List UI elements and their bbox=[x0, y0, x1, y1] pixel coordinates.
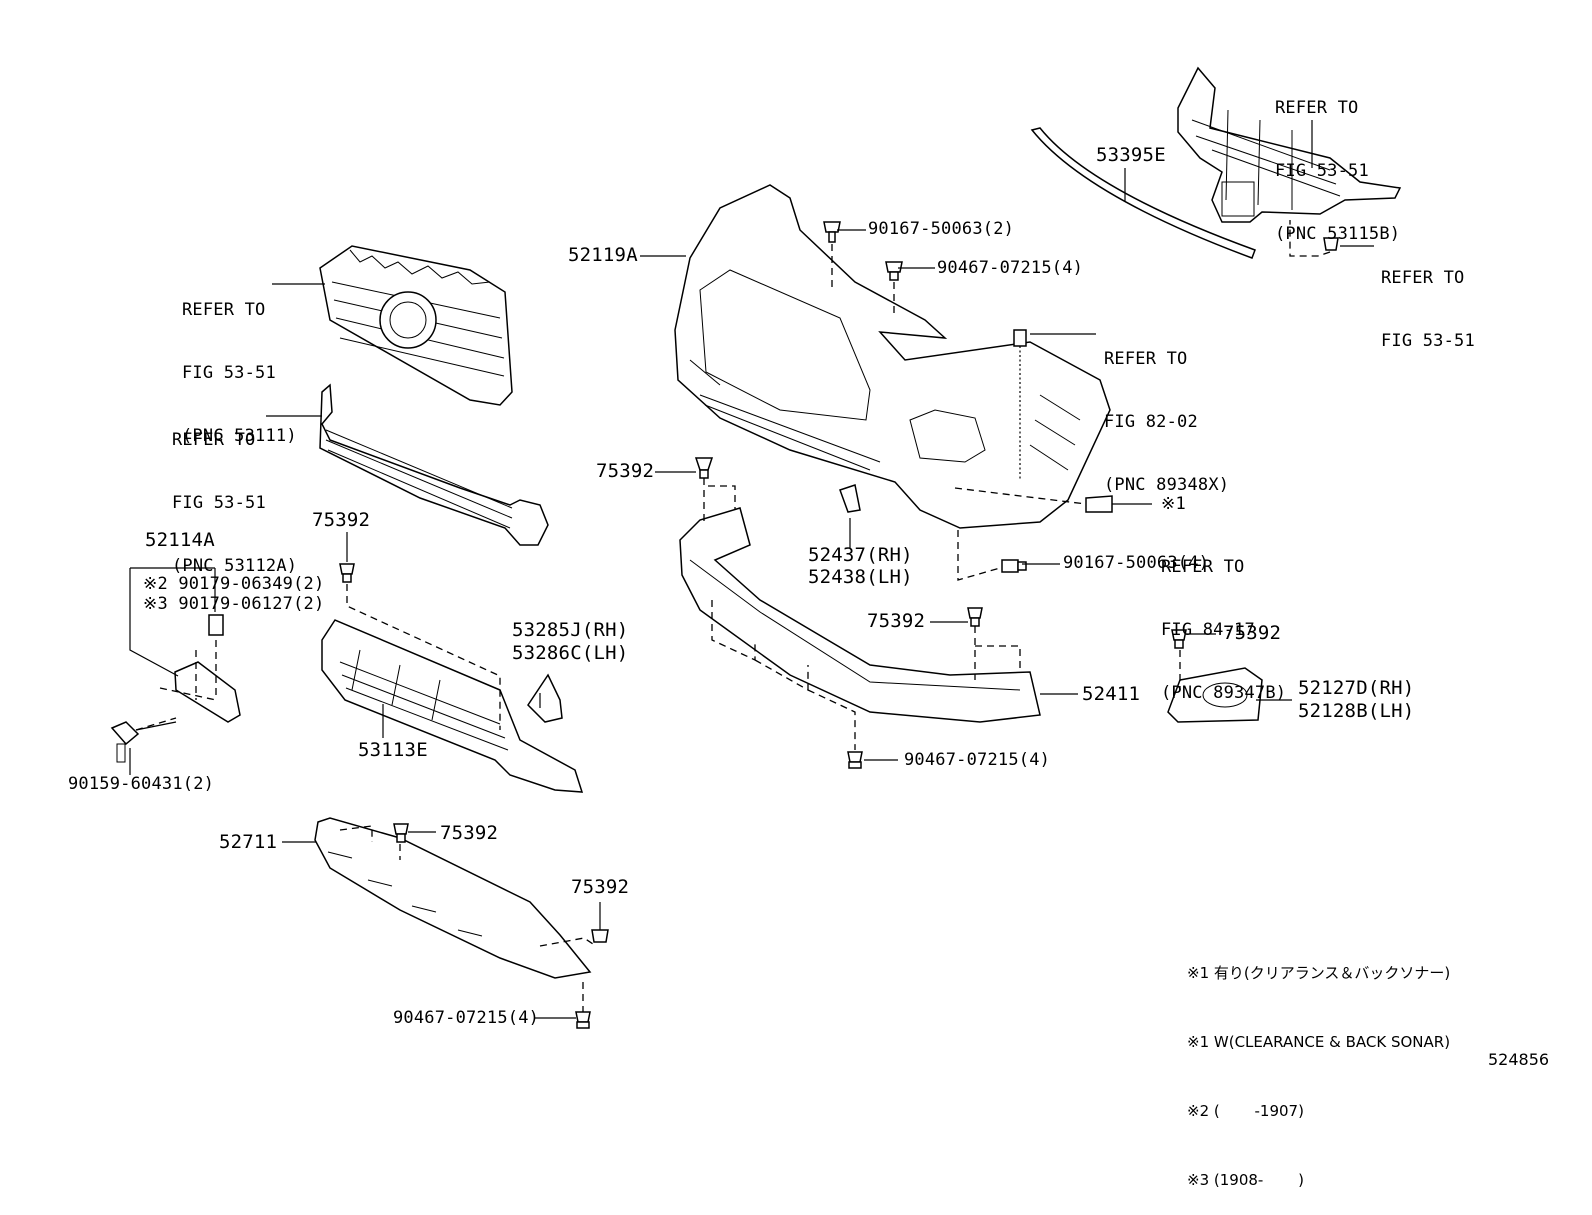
bracket-illustration bbox=[110, 614, 241, 763]
refer-lower-grille-label: REFER TO FIG 53-51 (PNC 53112A) bbox=[172, 388, 297, 598]
part-53395E: 53395E bbox=[1096, 144, 1166, 166]
note-2: ※2 ( -1907) bbox=[1187, 1102, 1304, 1120]
refer-sensor-top-label: REFER TO FIG 82-02 (PNC 89348X) bbox=[1104, 307, 1229, 517]
fastener-icons bbox=[339, 221, 1339, 1029]
grille-support-illustration bbox=[1177, 66, 1402, 223]
fog-cover-illustration bbox=[1167, 667, 1263, 723]
part-52128B: 52128B(LH) bbox=[1298, 700, 1415, 722]
part-75392-fog: 75392 bbox=[1223, 622, 1282, 644]
part-90467-mid: 90467-07215(4) bbox=[904, 750, 1051, 770]
part-75392-lower: 75392 bbox=[867, 610, 926, 632]
assembly-dashed-lines bbox=[135, 220, 1331, 1012]
part-52119A: 52119A bbox=[568, 244, 638, 266]
part-52438: 52438(LH) bbox=[808, 566, 913, 588]
refer-line: REFER TO bbox=[172, 430, 256, 450]
pnc-line: (PNC 53112A) bbox=[172, 556, 298, 576]
refer-line: REFER TO bbox=[182, 300, 266, 320]
part-52711: 52711 bbox=[219, 831, 278, 853]
fig-line: FIG 82-02 bbox=[1104, 412, 1198, 432]
figure-id: 524856 bbox=[1488, 1050, 1550, 1069]
note-mark: ※1 bbox=[1161, 494, 1186, 514]
bumper-cover-illustration bbox=[674, 184, 1111, 529]
part-53113E: 53113E bbox=[358, 739, 428, 761]
refer-grille-label: REFER TO FIG 53-51 (PNC 53111) bbox=[182, 258, 297, 468]
refer-line: REFER TO bbox=[1104, 349, 1188, 369]
part-52114A: 52114A bbox=[145, 529, 215, 551]
refer-support-bolt-label: REFER TO FIG 53-51 bbox=[1381, 226, 1475, 373]
note-1-jp: ※1 有り(クリアランス＆バックソナー) bbox=[1187, 964, 1451, 982]
part-75392-undercover: 75392 bbox=[440, 822, 499, 844]
small-cover-illustration bbox=[527, 673, 563, 723]
note-1-en: ※1 W(CLEARANCE & BACK SONAR) bbox=[1187, 1033, 1451, 1051]
part-90179-a: ※2 90179-06349(2) bbox=[143, 574, 325, 594]
lower-grille-illustration bbox=[319, 383, 549, 546]
part-75392-undercover-side: 75392 bbox=[571, 876, 630, 898]
refer-line: REFER TO bbox=[1381, 268, 1465, 288]
part-52411: 52411 bbox=[1082, 683, 1141, 705]
part-90167-4: 90167-50063(4) bbox=[1063, 553, 1210, 573]
refer-line: REFER TO bbox=[1161, 557, 1245, 577]
part-75392-bumper: 75392 bbox=[596, 460, 655, 482]
pnc-line: (PNC 53111) bbox=[182, 426, 297, 446]
part-52127D: 52127D(RH) bbox=[1298, 677, 1415, 699]
fig-line: FIG 53-51 bbox=[172, 493, 266, 513]
parts-diagram bbox=[110, 66, 1402, 1029]
note-3: ※3 (1908- ) bbox=[1187, 1171, 1304, 1189]
fig-line: FIG 53-51 bbox=[1381, 331, 1475, 351]
pnc-line: (PNC 53115B) bbox=[1275, 224, 1401, 244]
part-75392-grille: 75392 bbox=[312, 509, 371, 531]
pnc-line: (PNC 89348X) bbox=[1104, 475, 1230, 495]
leader-lines bbox=[129, 120, 1374, 1019]
moulding-illustration bbox=[1030, 127, 1256, 259]
bumper-lower-illustration bbox=[679, 507, 1041, 723]
part-90467-top: 90467-07215(4) bbox=[937, 258, 1084, 278]
part-53285J: 53285J(RH) bbox=[512, 619, 629, 641]
part-90467-bottom: 90467-07215(4) bbox=[393, 1008, 540, 1028]
part-90179-b: ※3 90179-06127(2) bbox=[143, 594, 325, 614]
part-90159: 90159-60431(2) bbox=[68, 774, 215, 794]
notes-block: ※1 有り(クリアランス＆バックソナー) ※1 W(CLEARANCE & BA… bbox=[1187, 916, 1450, 1215]
refer-line: REFER TO bbox=[1275, 98, 1359, 118]
fig-line: FIG 53-51 bbox=[182, 363, 276, 383]
part-53286C: 53286C(LH) bbox=[512, 642, 629, 664]
refer-sensor-side-label: ※1 REFER TO FIG 84-17 (PNC 89347B) bbox=[1161, 452, 1286, 725]
part-90167-2: 90167-50063(2) bbox=[868, 219, 1015, 239]
under-cover-illustration bbox=[314, 817, 592, 979]
upper-grille-illustration bbox=[319, 245, 513, 406]
pnc-line: (PNC 89347B) bbox=[1161, 683, 1287, 703]
part-52437: 52437(RH) bbox=[808, 544, 913, 566]
refer-support-label: REFER TO FIG 53-51 (PNC 53115B) bbox=[1275, 56, 1400, 266]
lower-grille-insert-illustration bbox=[321, 619, 584, 793]
fig-line: FIG 84-17 bbox=[1161, 620, 1255, 640]
fig-line: FIG 53-51 bbox=[1275, 161, 1369, 181]
